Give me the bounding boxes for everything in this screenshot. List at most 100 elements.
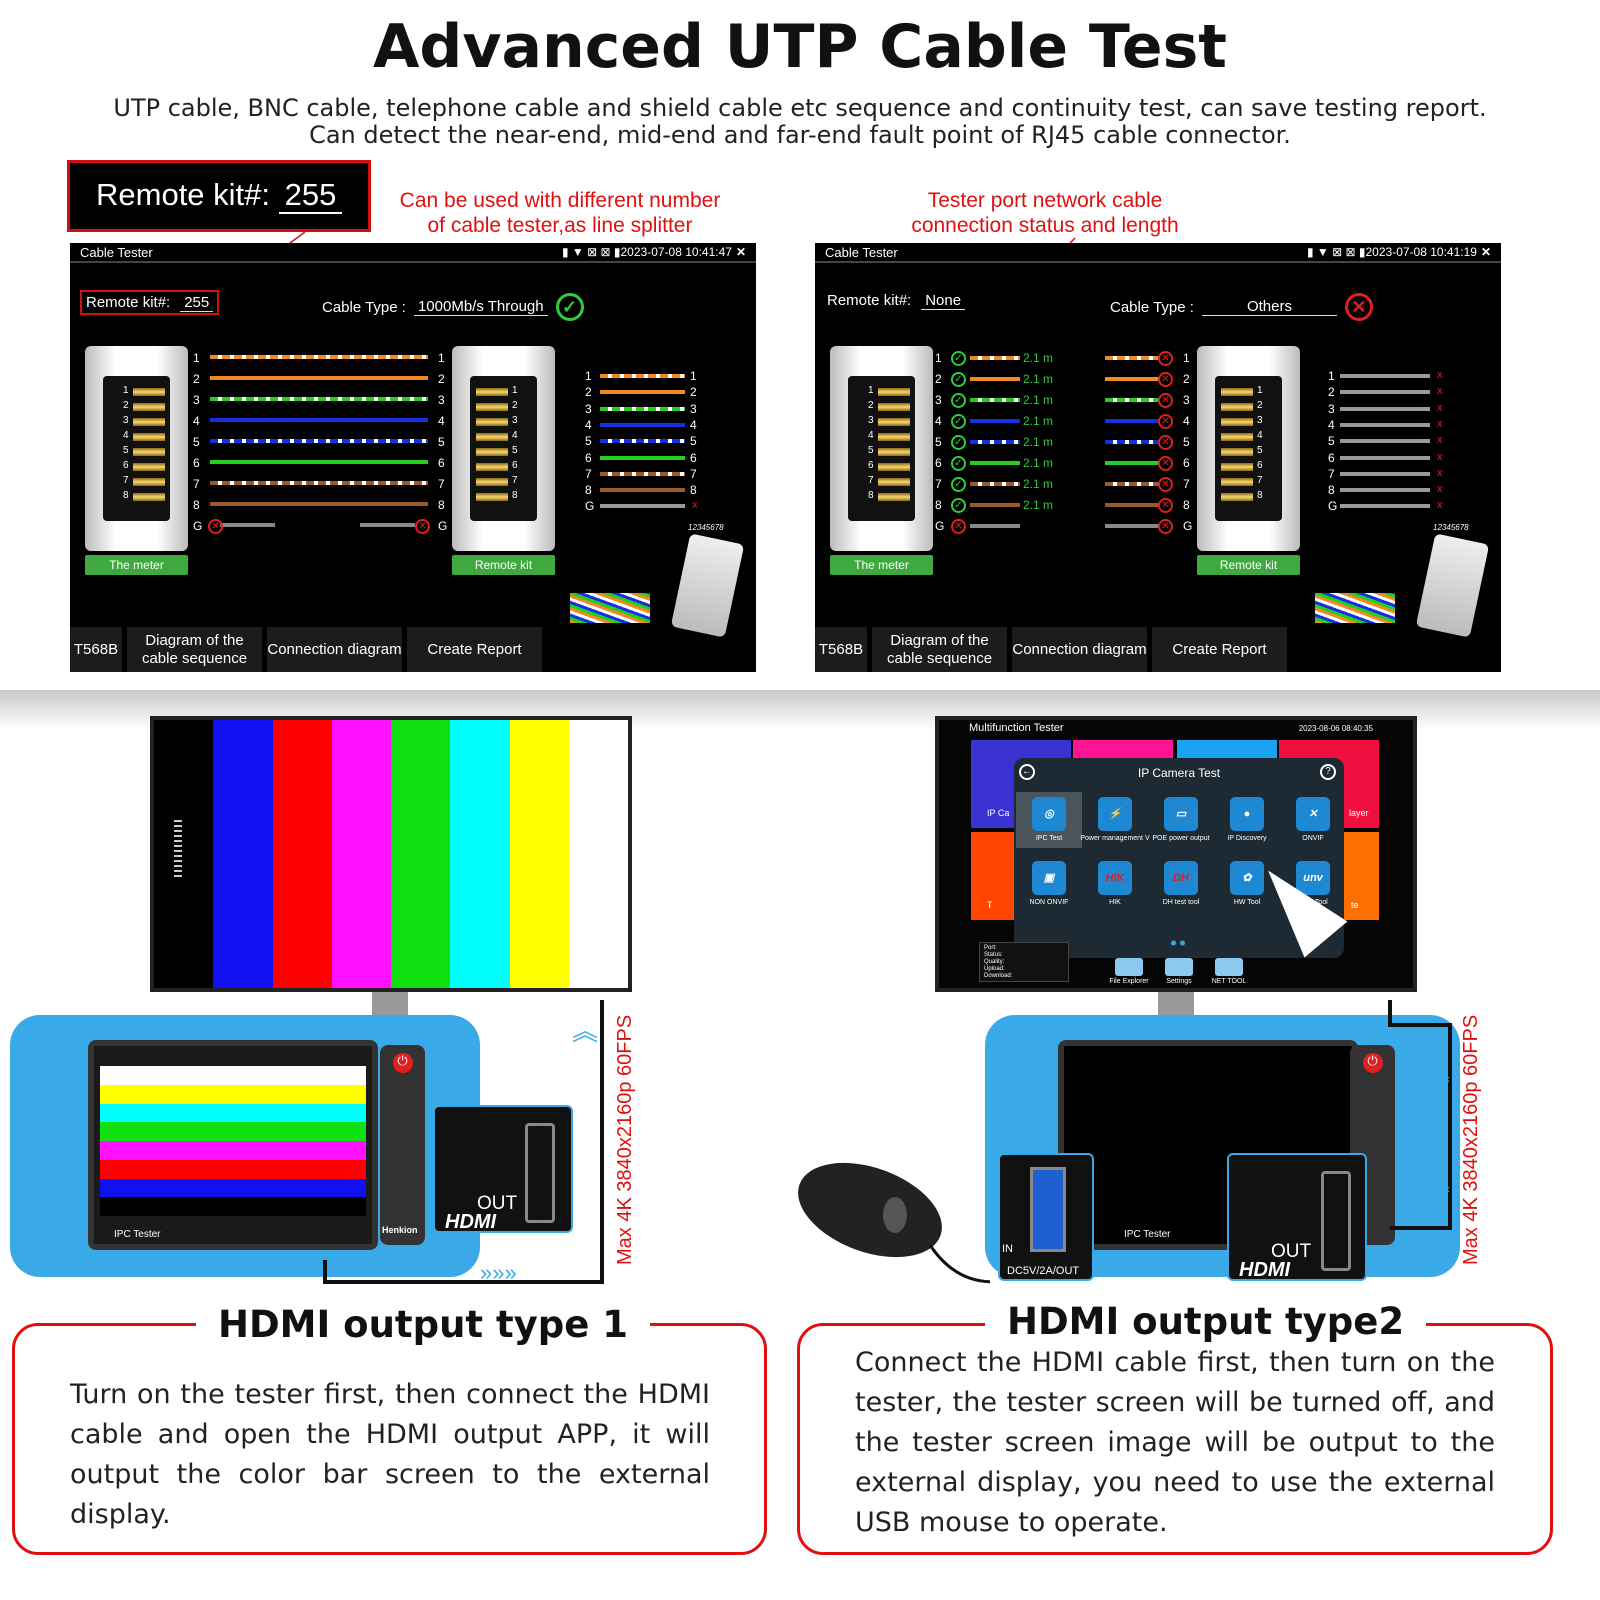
app-item[interactable]: ◎IPC Test bbox=[1016, 792, 1082, 848]
mini-wire bbox=[1340, 504, 1430, 509]
bottom-button-1[interactable]: Diagram of the cable sequence bbox=[127, 627, 262, 672]
ground-wire bbox=[360, 523, 415, 527]
pin-label: 2 bbox=[193, 372, 200, 386]
gold-pin bbox=[476, 478, 508, 486]
app-label: NON ONVIF bbox=[1029, 899, 1069, 906]
bottom-button-0[interactable]: T568B bbox=[815, 627, 867, 672]
fail-mark: x bbox=[1437, 499, 1443, 512]
app-item[interactable]: ✕ONVIF bbox=[1280, 792, 1346, 848]
app-icon: ● bbox=[1230, 797, 1264, 831]
cable-type-label: Cable Type : bbox=[322, 298, 406, 316]
usb-in-label: IN bbox=[1002, 1243, 1013, 1255]
remote-button[interactable]: Remote kit bbox=[1197, 555, 1300, 575]
bottom-button-0[interactable]: T568B bbox=[70, 627, 122, 672]
power-icon[interactable]: ⏻ bbox=[392, 1053, 413, 1073]
pin-number: 6 bbox=[123, 460, 129, 471]
app-icon: ▭ bbox=[1164, 797, 1198, 831]
pin-label-remote: 2 bbox=[1183, 372, 1190, 386]
mini-pin-label: 7 bbox=[585, 466, 592, 481]
dock-item[interactable]: Settings bbox=[1154, 958, 1204, 985]
app-item[interactable]: ⚡Power management V bbox=[1080, 792, 1150, 848]
gold-pin bbox=[476, 433, 508, 441]
panel-text-type1: Turn on the tester first, then connect t… bbox=[70, 1379, 710, 1530]
pin-number: 1 bbox=[1257, 385, 1263, 396]
screen-header: Cable Tester▮ ▼ ⊠ ⊠ ▮2023-07-08 10:41:47… bbox=[70, 243, 756, 263]
pin-number: 3 bbox=[1257, 415, 1263, 426]
app-item[interactable]: ▣NON ONVIF bbox=[1016, 856, 1082, 912]
pin-label: 6 bbox=[935, 456, 942, 470]
gold-pin bbox=[1221, 493, 1253, 501]
app-title: Cable Tester bbox=[80, 245, 153, 260]
remote-button[interactable]: Remote kit bbox=[452, 555, 555, 575]
app-label: HW Tool bbox=[1233, 899, 1261, 906]
cable-image bbox=[1315, 593, 1395, 623]
rj45-plug-image bbox=[1415, 533, 1490, 638]
remote-kit-field: Remote kit#:None bbox=[823, 290, 969, 311]
mini-pin-label: 1 bbox=[690, 369, 697, 383]
network-icon bbox=[1215, 958, 1243, 976]
app-item[interactable]: ●IP Discovery bbox=[1214, 792, 1280, 848]
pin-label: 8 bbox=[935, 498, 942, 512]
pin-label: 3 bbox=[193, 393, 200, 407]
pin-label: G bbox=[193, 519, 203, 533]
mini-wire bbox=[600, 455, 685, 460]
pin-label-remote: 7 bbox=[438, 477, 445, 491]
gold-pin bbox=[878, 448, 910, 456]
note-line-splitter: Can be used with different number of cab… bbox=[399, 189, 721, 237]
mini-pin-label: 6 bbox=[690, 450, 697, 465]
close-icon[interactable]: ✕ bbox=[735, 245, 746, 259]
tester-screen-left: IPC Tester bbox=[88, 1040, 378, 1250]
color-bar bbox=[100, 1178, 366, 1198]
tester-keypad[interactable]: ⏻Henkion bbox=[380, 1045, 425, 1245]
pin-label: 8 bbox=[193, 498, 200, 512]
meter-button[interactable]: The meter bbox=[830, 555, 933, 575]
note-connection-status: Tester port network cable connection sta… bbox=[911, 189, 1179, 237]
wire-pair bbox=[1105, 377, 1160, 381]
fail-mark: x bbox=[692, 499, 698, 512]
dock-item[interactable]: File Explorer bbox=[1104, 958, 1154, 985]
pin-label-remote: 1 bbox=[438, 351, 445, 365]
pin-number: 4 bbox=[123, 430, 129, 441]
back-icon[interactable]: ← bbox=[1019, 764, 1035, 780]
app-item[interactable]: ✿HW Tool bbox=[1214, 856, 1280, 912]
bottom-button-3[interactable]: Create Report bbox=[407, 627, 542, 672]
mini-wire bbox=[600, 406, 685, 411]
mini-pin-label: 6 bbox=[1328, 450, 1335, 465]
wire-pair bbox=[970, 440, 1020, 444]
app-tile-label: T bbox=[987, 900, 993, 910]
app-icon: HIK bbox=[1098, 861, 1132, 895]
pin-number: 4 bbox=[868, 430, 874, 441]
hdmi-cable-right: ︽︽ bbox=[1388, 1000, 1452, 1230]
fail-mark: x bbox=[1437, 450, 1443, 463]
help-icon[interactable]: ? bbox=[1320, 764, 1336, 780]
bottom-button-1[interactable]: Diagram of the cable sequence bbox=[872, 627, 1007, 672]
power-icon[interactable]: ⏻ bbox=[1362, 1053, 1383, 1073]
pin-label-remote: 1 bbox=[1183, 351, 1190, 365]
gold-pin bbox=[1221, 478, 1253, 486]
close-icon[interactable]: ✕ bbox=[1480, 245, 1491, 259]
gold-pin bbox=[1221, 433, 1253, 441]
app-item[interactable]: ▭POE power output bbox=[1148, 792, 1214, 848]
mini-wire bbox=[1340, 455, 1430, 460]
bottom-button-3[interactable]: Create Report bbox=[1152, 627, 1287, 672]
gold-pin bbox=[133, 403, 165, 411]
cable-type-field: Cable Type :Others✕ bbox=[1110, 293, 1373, 321]
pin-number: 3 bbox=[512, 415, 518, 426]
meter-button[interactable]: The meter bbox=[85, 555, 188, 575]
pin-number: 2 bbox=[868, 400, 874, 411]
mini-pin-label: 5 bbox=[1328, 434, 1335, 449]
bottom-button-2[interactable]: Connection diagram bbox=[267, 627, 402, 672]
dock-item[interactable]: NET TOOL bbox=[1204, 958, 1254, 985]
bottom-button-2[interactable]: Connection diagram bbox=[1012, 627, 1147, 672]
color-bar bbox=[100, 1103, 366, 1123]
app-label: Power management V bbox=[1080, 835, 1150, 842]
status-bar: ▮ ▼ ⊠ ⊠ ▮2023-07-08 10:41:19✕ bbox=[1307, 245, 1491, 259]
panel-text-type2: Connect the HDMI cable first, then turn … bbox=[855, 1347, 1495, 1538]
